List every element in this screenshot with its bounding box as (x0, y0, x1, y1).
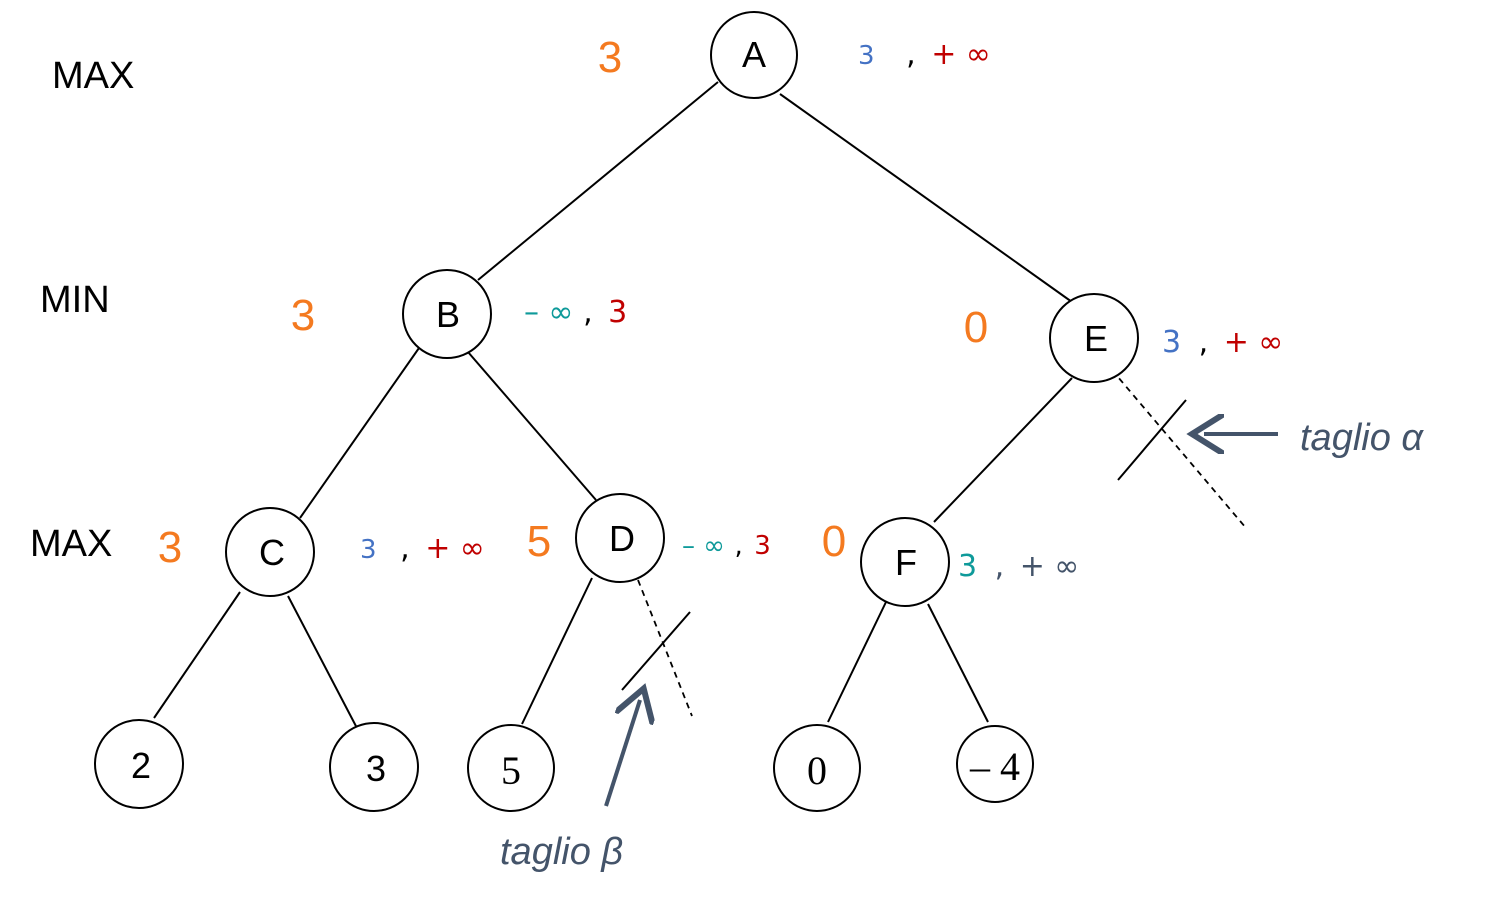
node-e-circle (1049, 293, 1139, 383)
leaf-3-label: 3 (366, 748, 386, 789)
node-c-label: C (259, 532, 285, 573)
value-a: 3 (598, 33, 622, 82)
level-label-max-top: MAX (52, 55, 134, 97)
beta-cut-label: taglio β (500, 831, 623, 873)
node-d: D (575, 493, 665, 583)
edge-a-b (477, 81, 719, 281)
bounds-e-sep: , (1199, 325, 1209, 360)
edge-e-f (933, 377, 1073, 523)
bounds-e-beta: + ∞ (1224, 325, 1284, 360)
bounds-e: 3 , + ∞ (1162, 325, 1283, 360)
edge-b-c (299, 337, 427, 519)
bounds-f-alpha: 3 (958, 549, 977, 584)
bounds-c-beta: + ∞ (425, 531, 485, 566)
leaf-0-label: 0 (807, 748, 827, 793)
alpha-cut-label: taglio α (1300, 417, 1424, 459)
value-d: 5 (527, 517, 551, 566)
node-b: B (402, 269, 492, 359)
bounds-c: 3 , + ∞ (360, 531, 485, 566)
bounds-c-sep: , (400, 531, 410, 566)
node-f-circle (860, 517, 950, 607)
bounds-d-alpha: – ∞ (682, 531, 725, 561)
leaf-neg4-circle (956, 725, 1034, 803)
value-c: 3 (158, 523, 182, 572)
node-a-label: A (742, 34, 766, 75)
bounds-d-sep: , (734, 531, 742, 561)
node-b-circle (402, 269, 492, 359)
bounds-c-alpha: 3 (360, 535, 377, 565)
bounds-a: 3 , + ∞ (858, 37, 991, 72)
tree-edges (153, 81, 1247, 731)
leaf-3: 3 (329, 722, 419, 812)
leaf-5: 5 (467, 724, 555, 812)
leaf-neg4: – 4 (956, 725, 1034, 803)
edge-d-pruned (637, 579, 693, 717)
leaf-2: 2 (94, 719, 184, 809)
node-e: E (1049, 293, 1139, 383)
node-a-circle (710, 11, 798, 99)
edge-f-leaf-neg4 (927, 603, 989, 723)
node-d-circle (575, 493, 665, 583)
edge-c-leaf-3 (287, 595, 359, 731)
value-f: 0 (822, 517, 846, 566)
node-f: F (860, 517, 950, 607)
edge-c-leaf-2 (153, 591, 241, 719)
bounds-d: – ∞ , 3 (682, 527, 771, 562)
node-b-label: B (436, 294, 460, 335)
node-d-label: D (609, 518, 635, 559)
bounds-f: 3 , + ∞ (958, 549, 1079, 584)
bounds-b: – ∞ , 3 (524, 295, 627, 330)
beta-cut-arrow (604, 700, 640, 807)
edge-f-leaf-0 (827, 601, 887, 723)
leaf-5-circle (467, 724, 555, 812)
beta-cut-mark (621, 611, 691, 691)
node-e-label: E (1084, 318, 1108, 359)
bounds-d-beta: 3 (754, 531, 771, 561)
leaf-neg4-label: – 4 (969, 744, 1020, 789)
bounds-e-alpha: 3 (1162, 325, 1181, 360)
value-e: 0 (964, 303, 988, 352)
alpha-cut-mark (1117, 399, 1187, 481)
bounds-b-sep: , (583, 295, 593, 330)
node-c: C (225, 507, 315, 597)
leaf-2-label: 2 (131, 745, 151, 786)
leaf-0: 0 (773, 724, 861, 812)
bounds-f-sep: , (995, 549, 1005, 584)
leaf-3-circle (329, 722, 419, 812)
node-c-circle (225, 507, 315, 597)
level-label-max-mid: MAX (30, 523, 112, 565)
edge-d-leaf-5 (521, 577, 593, 725)
bounds-a-alpha: 3 (858, 41, 875, 71)
edge-e-pruned (1111, 369, 1247, 529)
edge-a-e (779, 93, 1073, 303)
bounds-b-alpha: – ∞ (524, 295, 574, 330)
bounds-a-sep: , (906, 37, 916, 72)
bounds-a-beta: + ∞ (931, 37, 991, 72)
bounds-b-beta: 3 (608, 295, 627, 330)
bounds-f-beta: + ∞ (1020, 549, 1080, 584)
value-b: 3 (291, 291, 315, 340)
edge-b-d (467, 351, 597, 501)
node-f-label: F (895, 542, 917, 583)
leaf-5-label: 5 (501, 748, 521, 793)
leaf-2-circle (94, 719, 184, 809)
leaf-0-circle (773, 724, 861, 812)
node-a: A (710, 11, 798, 99)
level-label-min: MIN (40, 279, 110, 321)
